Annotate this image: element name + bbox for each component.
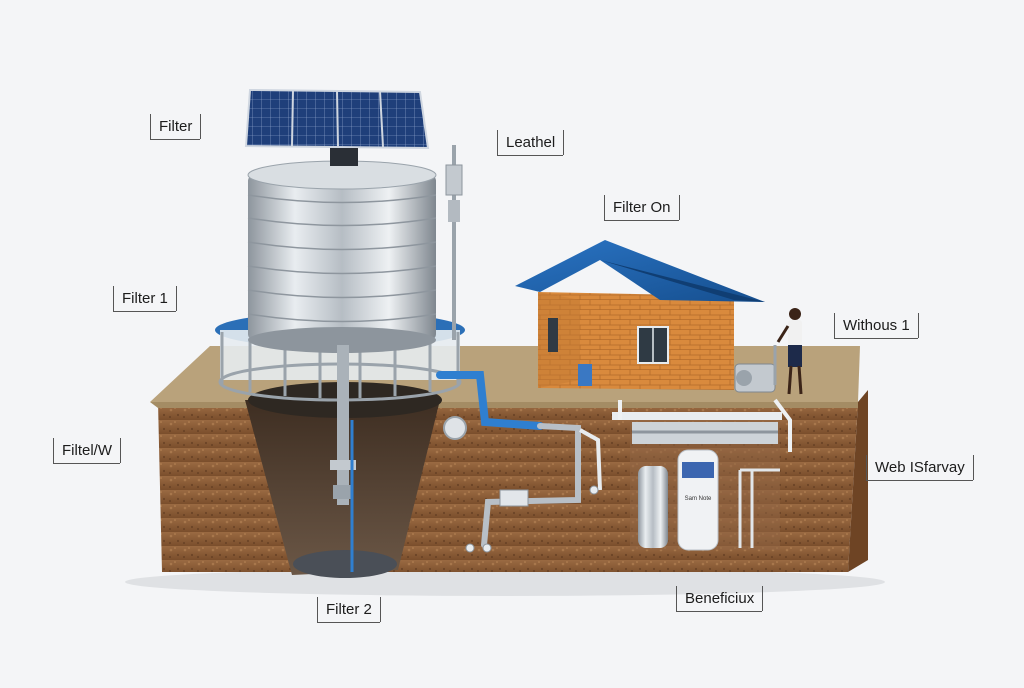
soil-block-side <box>848 390 868 572</box>
label-beneficiux: Beneficiux <box>676 586 764 612</box>
well-bottom <box>293 550 397 578</box>
person-figure <box>776 308 803 395</box>
label-filtel-w: Filtel/W <box>53 438 121 464</box>
label-filter: Filter <box>150 114 202 140</box>
grey-pipe <box>481 423 581 548</box>
blue-pipe <box>436 371 544 430</box>
label-filter-on: Filter On <box>604 195 680 221</box>
label-web-sfarvay: Web ISfarvay <box>866 455 974 481</box>
pipe-fittings <box>465 485 599 553</box>
underground-room: Sam Note <box>612 398 792 551</box>
inline-filter <box>499 489 529 507</box>
house <box>515 240 765 390</box>
ground-shadow <box>125 568 885 596</box>
water-tank <box>248 175 436 340</box>
label-without-1: Withous 1 <box>834 313 919 339</box>
valve-mast <box>445 145 463 340</box>
label-filter-2: Filter 2 <box>317 597 381 623</box>
surface-pump <box>734 345 777 393</box>
solar-panel <box>244 88 430 166</box>
label-filter-1: Filter 1 <box>113 286 177 312</box>
tank-label: Sam Note <box>685 496 712 502</box>
label-leathel: Leathel <box>497 130 565 156</box>
pipe-gauge <box>443 416 467 440</box>
house-side-window <box>548 318 558 352</box>
well-pipe <box>330 345 356 572</box>
pressure-vessel-left <box>638 466 668 548</box>
